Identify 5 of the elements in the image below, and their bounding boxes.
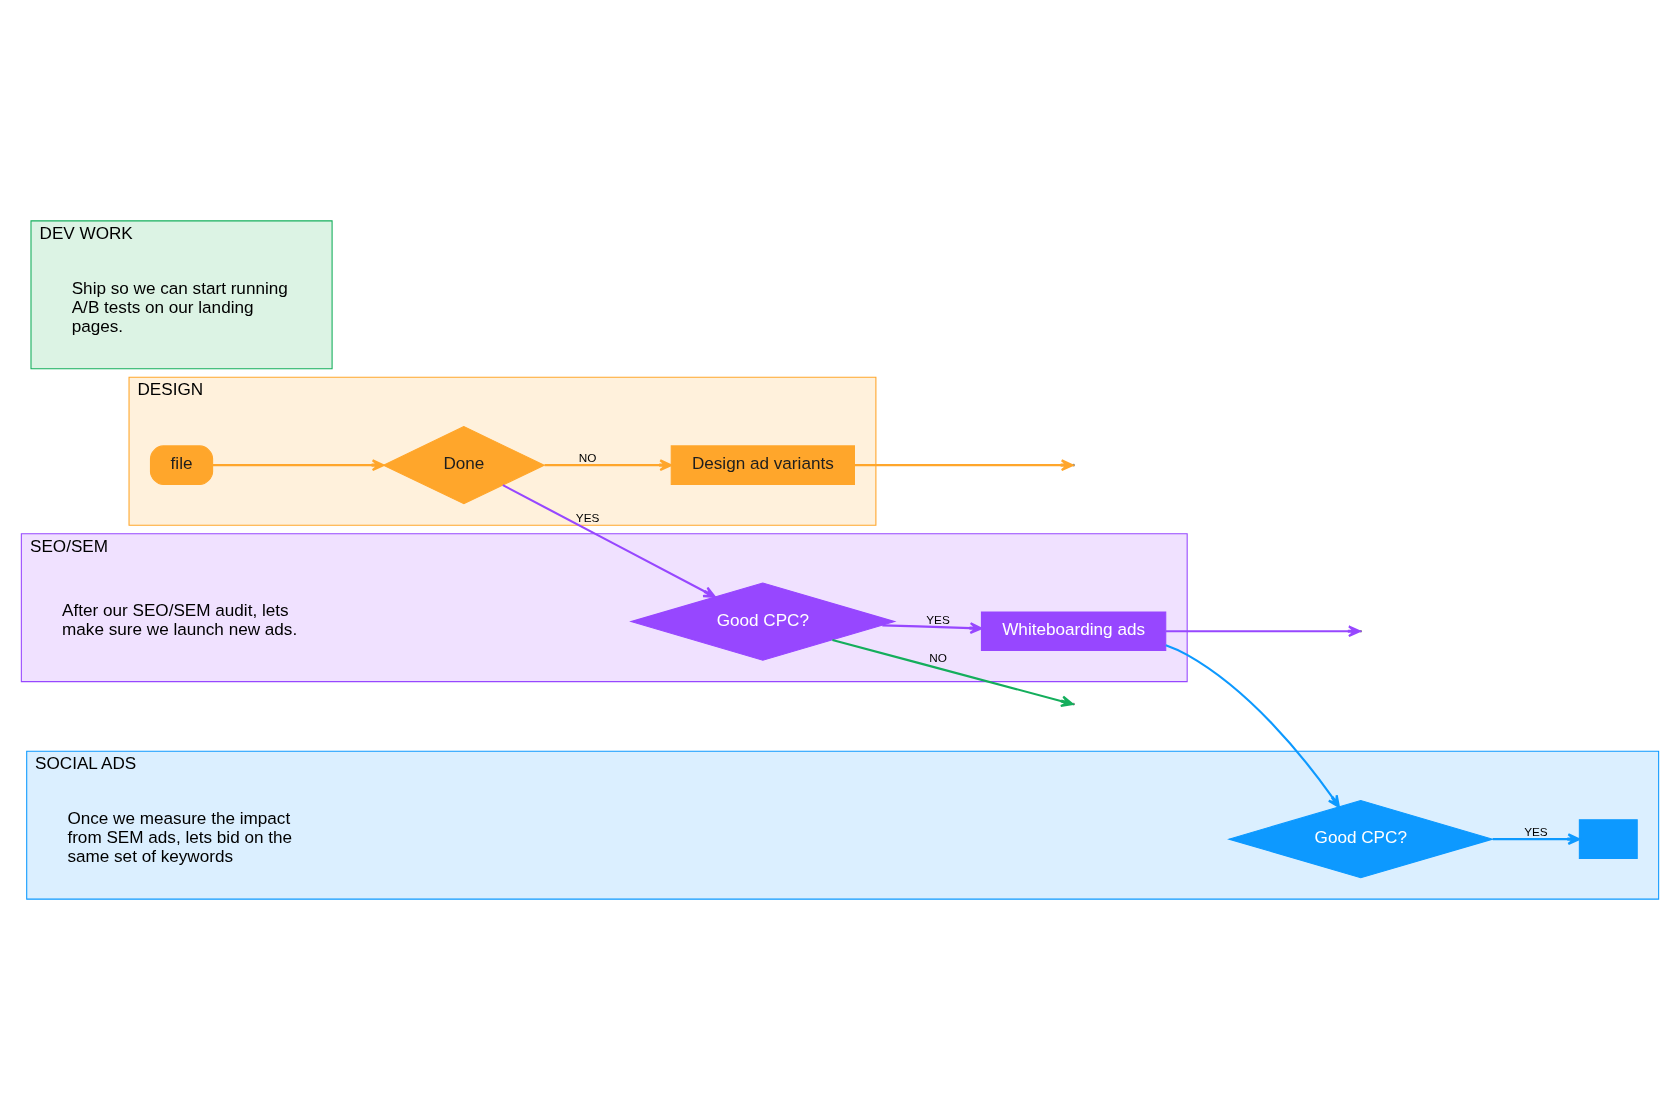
edge-label: NO — [929, 651, 947, 665]
edge-label: YES — [1524, 824, 1548, 838]
edge-label: YES — [926, 612, 950, 626]
edge-label: NO — [578, 450, 597, 464]
edge-label: YES — [575, 510, 600, 524]
